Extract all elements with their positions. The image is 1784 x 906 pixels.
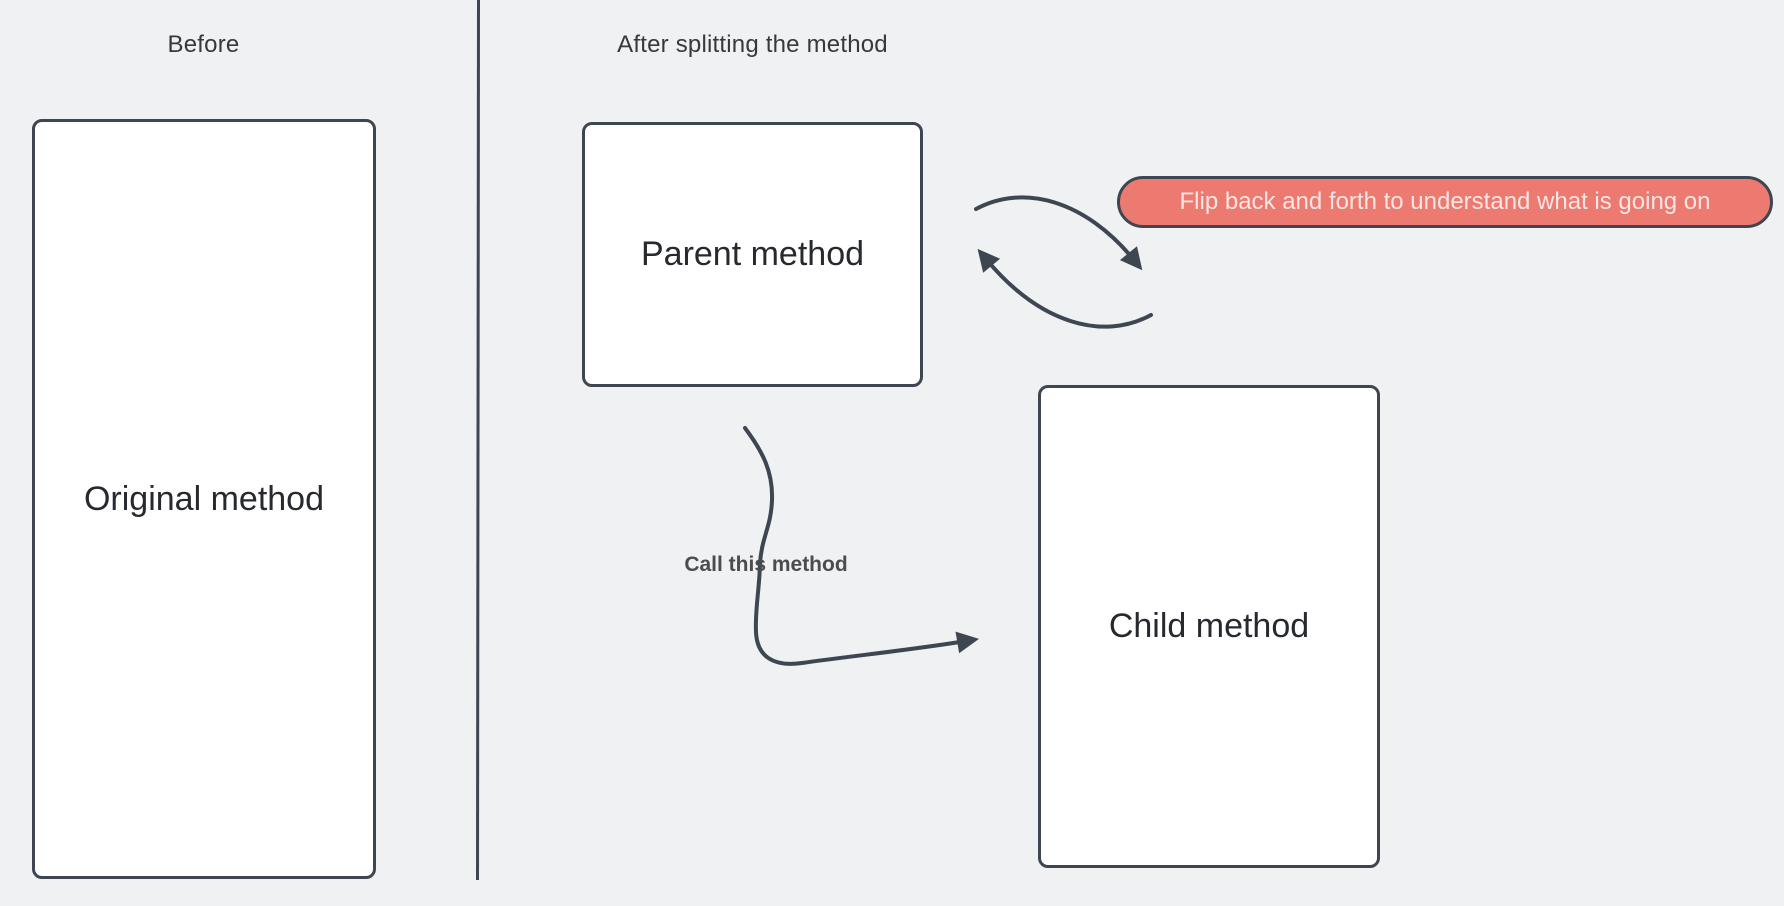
original-method-box: Original method — [32, 119, 376, 879]
flip-callout-badge: Flip back and forth to understand what i… — [1117, 176, 1773, 228]
flip-arrow-top — [974, 195, 1143, 271]
original-method-label: Original method — [83, 479, 324, 518]
child-method-label: Child method — [1108, 607, 1310, 645]
after-section-label: After splitting the method — [617, 31, 888, 58]
flip-arrow-bottom — [977, 248, 1153, 329]
column-divider-line — [476, 0, 480, 881]
before-section-label: Before — [167, 31, 240, 58]
child-method-box: Child method — [1038, 385, 1380, 868]
parent-method-box: Parent method — [582, 122, 923, 387]
parent-method-label: Parent method — [640, 235, 865, 273]
call-this-method-label: Call this method — [684, 553, 848, 576]
flip-callout-label: Flip back and forth to understand what i… — [1179, 188, 1711, 215]
call-arrow — [743, 426, 980, 666]
